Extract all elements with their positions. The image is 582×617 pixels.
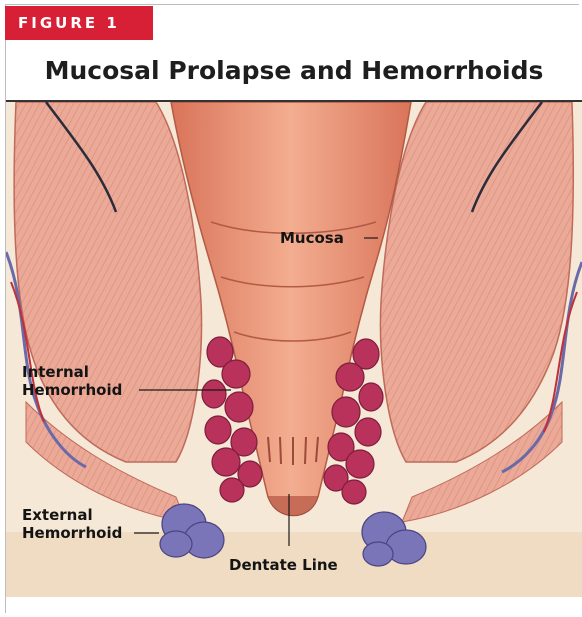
mucosa-label: Mucosa xyxy=(280,229,344,247)
dentate-line-label: Dentate Line xyxy=(229,556,338,574)
internal-label-line1: Internal xyxy=(22,363,122,381)
figure-badge: FIGURE 1 xyxy=(5,6,153,40)
internal-hemorrhoid-label: Internal Hemorrhoid xyxy=(22,363,122,399)
external-label-line2: Hemorrhoid xyxy=(22,524,122,542)
external-label-line1: External xyxy=(22,506,122,524)
external-hemorrhoid-label: External Hemorrhoid xyxy=(22,506,122,542)
internal-label-line2: Hemorrhoid xyxy=(22,381,122,399)
figure-title: Mucosal Prolapse and Hemorrhoids xyxy=(6,56,582,85)
